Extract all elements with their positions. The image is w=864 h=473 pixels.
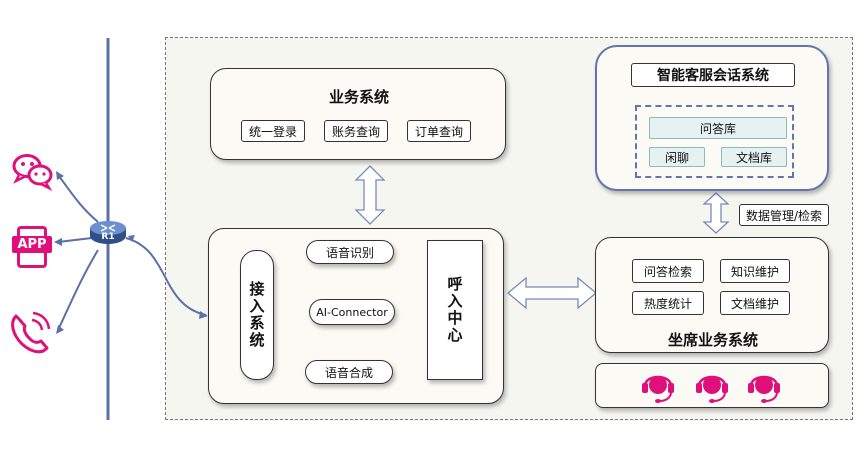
router-label: R1	[101, 232, 115, 242]
access-system: 接入系统	[240, 250, 274, 380]
document-library: 文档库	[721, 147, 787, 167]
agent-headset-icon	[642, 375, 674, 403]
agent-headset-icon	[696, 375, 728, 403]
speech-synthesis: 语音合成	[305, 360, 393, 384]
app-label: APP	[12, 236, 52, 253]
data-management-label: 数据管理/检索	[739, 204, 829, 226]
chatbot-system-panel: 智能客服会话系统 问答库 闲聊 文档库	[595, 45, 829, 191]
wechat-icon	[12, 154, 53, 192]
business-item-login: 统一登录	[241, 120, 305, 142]
business-item-billing: 账务查询	[324, 120, 388, 142]
router-icon: R1	[88, 218, 128, 246]
qa-library: 问答库	[649, 117, 787, 139]
app-icon: APP	[12, 226, 52, 268]
chitchat-module: 闲聊	[649, 147, 705, 167]
phone-icon	[11, 311, 51, 354]
agent-item-stats: 热度统计	[632, 291, 704, 315]
knowledge-group: 问答库 闲聊 文档库	[635, 105, 794, 178]
agent-item-knowledge: 知识维护	[720, 259, 790, 283]
business-system-panel: 业务系统 统一登录 账务查询 订单查询	[210, 68, 506, 160]
call-center: 呼入中心	[427, 240, 483, 380]
agent-item-qa-search: 问答检索	[632, 259, 704, 283]
agent-item-docs: 文档维护	[720, 291, 790, 315]
agent-system-title: 坐席业务系统	[667, 330, 758, 349]
business-system-title: 业务系统	[328, 87, 389, 106]
chatbot-system-title: 智能客服会话系统	[631, 63, 795, 87]
agent-headset-icon	[748, 375, 780, 403]
ai-connector: AI-Connector	[309, 299, 395, 325]
speech-recognition: 语音识别	[306, 240, 394, 264]
agent-system-panel: 问答检索 知识维护 热度统计 文档维护 坐席业务系统	[595, 237, 829, 353]
business-item-orders: 订单查询	[407, 120, 471, 142]
agents-panel	[595, 363, 829, 408]
